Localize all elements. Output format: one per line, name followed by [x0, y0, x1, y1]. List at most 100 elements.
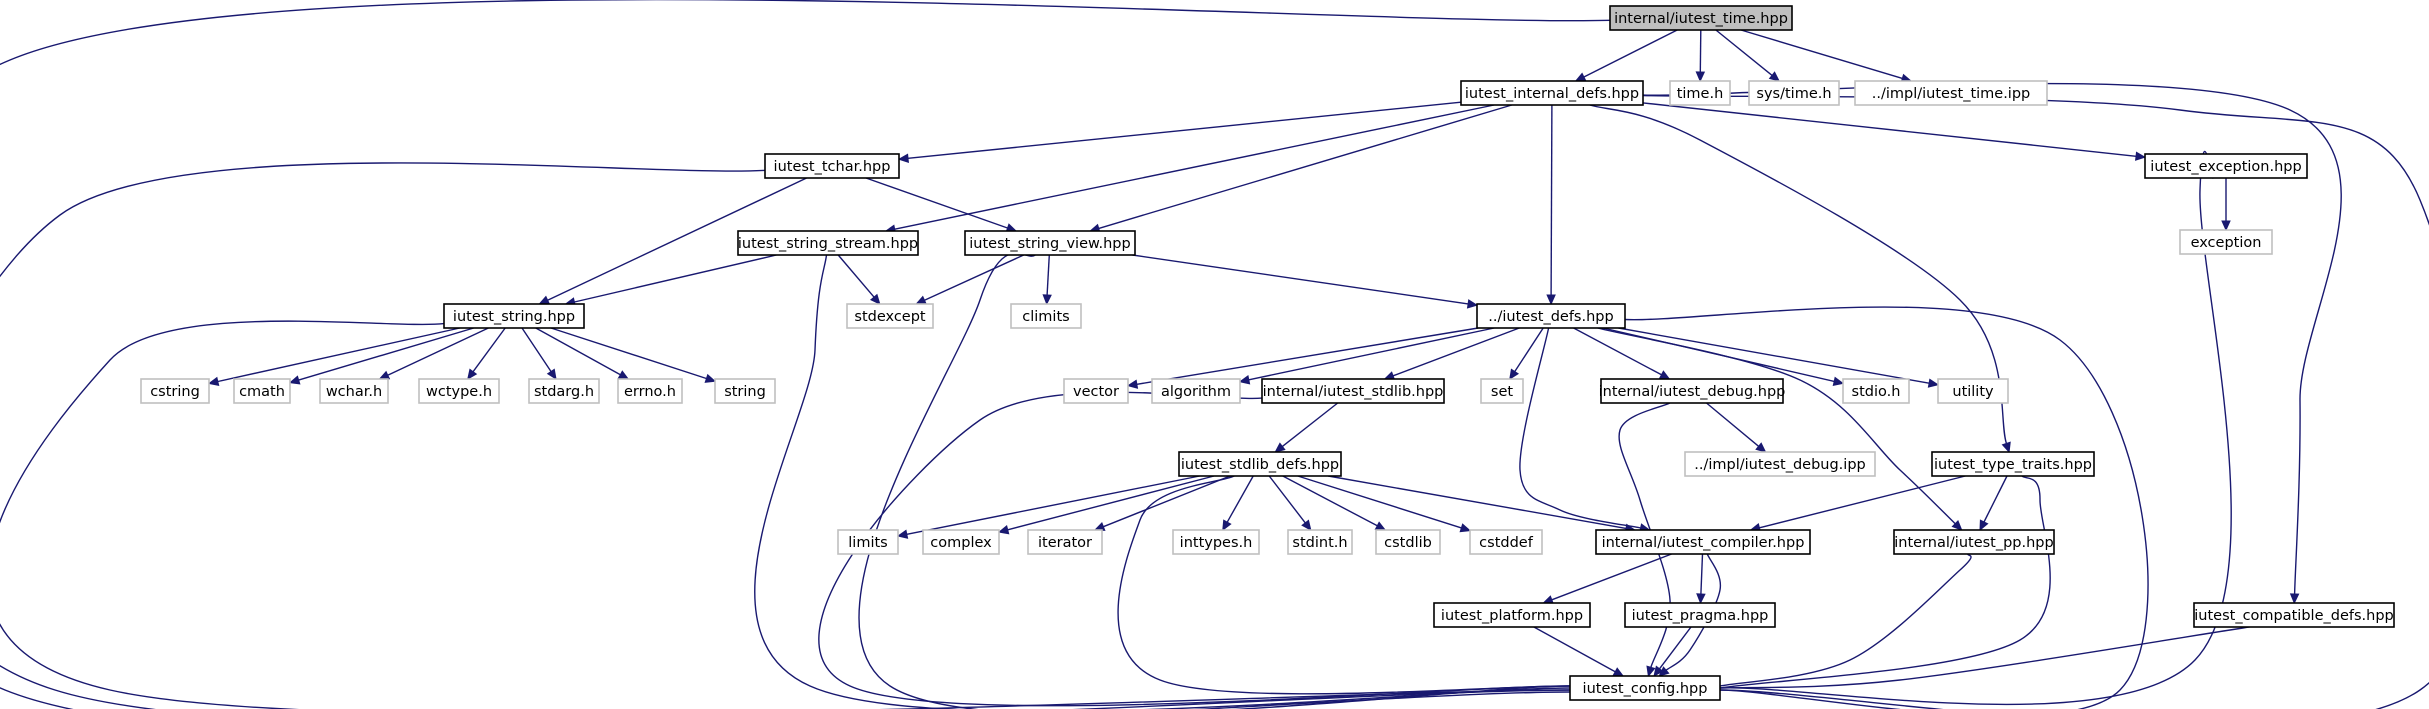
edge-defs-to-utility: [1618, 327, 1940, 388]
node-box: [418, 378, 500, 404]
node-time_ipp: ../impl/iutest_time.ipp: [1854, 80, 2048, 106]
node-tchar[interactable]: iutest_tchar.hpp: [764, 153, 900, 179]
edge-stdlib_defs-to-inttypes: [1222, 475, 1254, 532]
edge-line: [1226, 475, 1254, 523]
node-wchar: wchar.h: [319, 378, 389, 404]
node-label: stdexcept: [854, 309, 926, 325]
edge-line: [1624, 306, 2149, 709]
edge-line: [1297, 475, 1462, 529]
edge-internal_defs-to-tchar: [897, 101, 1462, 164]
arrowhead-icon: [1126, 379, 1139, 389]
node-pragma[interactable]: iutest_pragma.hpp: [1624, 602, 1776, 628]
arrowhead-icon: [1927, 378, 1940, 388]
node-platform[interactable]: iutest_platform.hpp: [1433, 602, 1591, 628]
node-complex: complex: [922, 529, 1000, 555]
edge-stdlib_defs-to-cstdlib: [1282, 475, 1387, 531]
edge-stdlib_defs-to-complex: [997, 475, 1215, 535]
arrowhead-icon: [1768, 71, 1781, 82]
edge-line: [865, 177, 1008, 229]
edge-line: [1658, 626, 1692, 670]
node-defs[interactable]: ../iutest_defs.hpp: [1476, 303, 1626, 329]
node-label: wctype.h: [426, 384, 492, 400]
edge-line: [924, 254, 1024, 301]
arrowhead-icon: [378, 370, 391, 380]
edge-string_hpp-to-errno: [535, 327, 630, 380]
node-label: climits: [1022, 309, 1069, 325]
edge-stdlib_defs-to-limits: [896, 475, 1200, 539]
node-box: [1151, 378, 1241, 404]
node-debug_hpp[interactable]: internal/iutest_debug.hpp: [1599, 378, 1786, 404]
node-wctype: wctype.h: [418, 378, 500, 404]
node-stdint: stdint.h: [1287, 529, 1353, 555]
edge-stdlib_hpp-to-stdlib_defs: [1274, 402, 1339, 453]
edge-line: [1706, 624, 2260, 690]
edge-line: [837, 254, 875, 298]
node-stdlib_hpp[interactable]: internal/iutest_stdlib.hpp: [1261, 378, 1445, 404]
arrowhead-icon: [538, 295, 551, 305]
node-string_hpp[interactable]: iutest_string.hpp: [443, 303, 585, 329]
edge-internal_defs-to-defs: [1546, 104, 1556, 306]
edge-line: [1697, 475, 2051, 693]
node-string_view[interactable]: iutest_string_view.hpp: [964, 230, 1136, 256]
edge-line: [1759, 475, 1966, 529]
edge-defs-to-debug_hpp: [1573, 327, 1671, 380]
edge-line: [906, 475, 1200, 535]
node-label: set: [1491, 384, 1513, 400]
edge-line: [1550, 104, 1553, 296]
node-label: ../impl/iutest_debug.ipp: [1694, 457, 1865, 473]
node-string_stream[interactable]: iutest_string_stream.hpp: [737, 230, 919, 256]
node-stdlib_defs[interactable]: iutest_stdlib_defs.hpp: [1178, 451, 1342, 477]
node-compiler[interactable]: internal/iutest_compiler.hpp: [1595, 529, 1811, 555]
edge-line: [1282, 475, 1378, 527]
node-stdio: stdio.h: [1842, 378, 1910, 404]
node-box: [922, 529, 1000, 555]
node-exception_hpp[interactable]: iutest_exception.hpp: [2144, 153, 2308, 179]
node-cmath: cmath: [233, 378, 291, 404]
arrowhead-icon: [1755, 442, 1767, 453]
node-label: sys/time.h: [1756, 86, 1831, 102]
edge-line: [1519, 327, 1641, 529]
node-time_hpp[interactable]: internal/iutest_time.hpp: [1609, 5, 1793, 31]
node-box: [528, 378, 600, 404]
node-label: iutest_internal_defs.hpp: [1465, 86, 1639, 102]
arrowhead-icon: [1459, 523, 1472, 533]
node-box: [140, 378, 210, 404]
edge-line: [1573, 327, 1662, 376]
node-box: [1842, 378, 1910, 404]
node-label: iterator: [1038, 535, 1092, 551]
edge-line: [1589, 104, 2008, 444]
arrowhead-icon: [704, 373, 717, 383]
edge-compiler-to-platform: [1542, 553, 1672, 605]
node-compatible[interactable]: iutest_compatible_defs.hpp: [2193, 602, 2395, 628]
node-box: [1261, 378, 1445, 404]
edge-defs-to-pp: [1597, 327, 1963, 531]
arrowhead-icon: [617, 370, 630, 380]
edge-line: [894, 104, 1495, 230]
edge-internal_defs-to-type_traits: [1589, 104, 2011, 454]
node-internal_defs[interactable]: iutest_internal_defs.hpp: [1460, 80, 1644, 106]
node-box: [1600, 378, 1784, 404]
edge-string_hpp-to-wctype: [467, 327, 506, 380]
edge-line: [0, 0, 1687, 709]
node-config[interactable]: iutest_config.hpp: [1569, 675, 1721, 701]
node-box: [233, 378, 291, 404]
node-label: iutest_config.hpp: [1583, 681, 1708, 697]
node-stdexcept: stdexcept: [846, 303, 934, 329]
arrowhead-icon: [1222, 519, 1232, 532]
node-limits: limits: [837, 529, 899, 555]
node-box: [714, 378, 776, 404]
node-box: [1010, 303, 1082, 329]
edge-stdlib_defs-to-iterator: [1093, 475, 1231, 531]
node-type_traits[interactable]: iutest_type_traits.hpp: [1931, 451, 2095, 477]
edge-string_stream-to-stdexcept: [837, 254, 881, 305]
edge-line: [1551, 553, 1672, 601]
node-cstdlib: cstdlib: [1375, 529, 1441, 555]
edge-line: [1715, 29, 1773, 76]
edge-line: [1136, 327, 1479, 385]
edge-internal_defs-to-string_view: [1089, 104, 1513, 233]
arrowhead-icon: [1653, 665, 1664, 677]
node-box: [1460, 80, 1644, 106]
edge-string_stream-to-string_hpp: [564, 254, 777, 307]
node-pp[interactable]: internal/iutest_pp.hpp: [1893, 529, 2055, 555]
node-iterator: iterator: [1027, 529, 1103, 555]
